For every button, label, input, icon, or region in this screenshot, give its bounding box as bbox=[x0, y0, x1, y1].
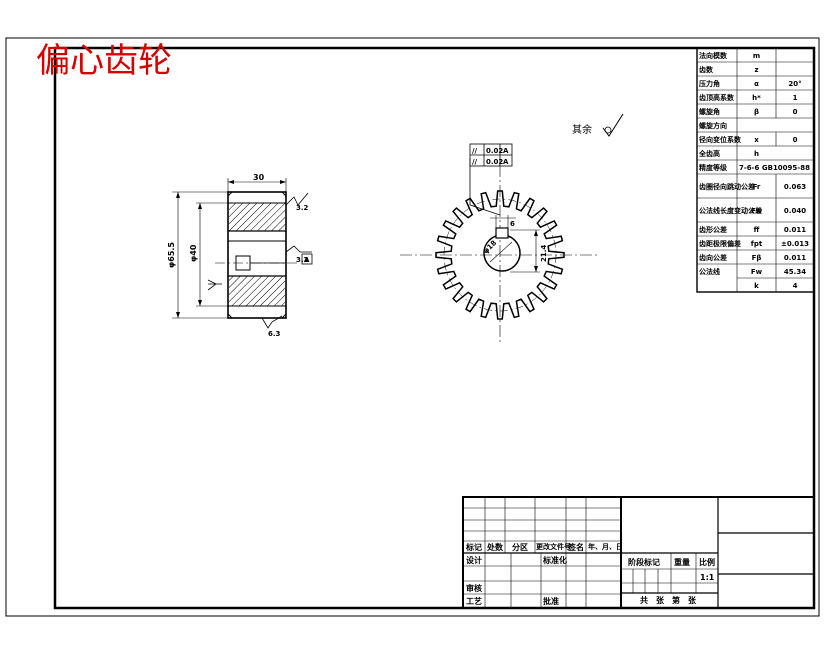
param-value: 0.040 bbox=[784, 207, 806, 215]
param-symbol: Fr bbox=[753, 183, 761, 191]
tb-process: 工艺 bbox=[466, 596, 482, 606]
param-name: 法向模数 bbox=[699, 51, 728, 60]
param-name: 齿向公差 bbox=[699, 253, 727, 262]
param-value: 0.011 bbox=[784, 226, 806, 234]
param-symbol: h* bbox=[752, 94, 761, 102]
datum-label: A bbox=[304, 256, 310, 264]
param-symbol: Fβ bbox=[752, 254, 762, 262]
tolerance-datum: A bbox=[503, 147, 509, 155]
param-name: 公法线长度变动公差 bbox=[699, 206, 762, 215]
tb-scale: 1:1 bbox=[700, 573, 715, 582]
tolerance-symbol: // bbox=[472, 147, 478, 155]
tb-approve: 批准 bbox=[543, 596, 559, 606]
inner-frame bbox=[53, 46, 816, 610]
bore-dia-dim: φ18 bbox=[482, 239, 499, 256]
param-name: 螺旋角 bbox=[699, 107, 720, 116]
width-dim: 30 bbox=[253, 173, 265, 182]
outer-dia-dim: φ65.5 bbox=[167, 242, 176, 268]
tb-label: 更改文件号 bbox=[536, 542, 571, 551]
tb-weight: 重量 bbox=[674, 557, 690, 567]
param-symbol: ff bbox=[754, 226, 760, 234]
param-symbol: α bbox=[754, 80, 759, 88]
keyway-width-dim: 6 bbox=[510, 220, 515, 228]
inner-dia-dim: φ40 bbox=[189, 244, 198, 262]
title-block bbox=[462, 496, 815, 609]
param-value: 20° bbox=[788, 80, 801, 88]
tb-sheets: 共 张 第 张 bbox=[640, 595, 697, 605]
tb-scale-label: 比例 bbox=[699, 557, 715, 567]
drawing-title: 偏心齿轮 bbox=[36, 41, 172, 81]
param-symbol: Fw bbox=[751, 268, 763, 276]
tb-standardize: 标准化 bbox=[542, 555, 567, 565]
side-section-view bbox=[172, 178, 313, 329]
param-name: 压力角 bbox=[699, 79, 720, 88]
param-symbol: m bbox=[753, 52, 760, 60]
param-name: 公法线 bbox=[699, 267, 720, 276]
tb-stage-mark: 阶段标记 bbox=[628, 557, 660, 567]
param-name: 齿圈径向跳动公差 bbox=[699, 182, 755, 191]
tolerance-symbol: // bbox=[472, 158, 478, 166]
tb-label: 处数 bbox=[486, 542, 504, 552]
param-value: 0.011 bbox=[784, 254, 806, 262]
param-name: 齿距极限偏差 bbox=[699, 239, 741, 248]
param-symbol: Fw bbox=[751, 207, 763, 215]
keyway-depth-dim: 21.4 bbox=[540, 245, 548, 262]
tolerance-value: 0.02 bbox=[486, 147, 503, 155]
param-value: 1 bbox=[793, 94, 798, 102]
param-symbol: fpt bbox=[751, 240, 763, 248]
param-value: 45.34 bbox=[784, 268, 806, 276]
param-name: 齿数 bbox=[699, 65, 714, 74]
roughness-value: 6.3 bbox=[268, 330, 281, 338]
param-name: 精度等级 bbox=[699, 163, 728, 172]
param-symbol: x bbox=[754, 136, 759, 144]
tb-review: 审核 bbox=[466, 583, 482, 593]
param-symbol: k bbox=[754, 282, 759, 290]
param-value: 0 bbox=[793, 108, 798, 116]
param-value: 4 bbox=[793, 282, 798, 290]
tb-label: 签名 bbox=[567, 542, 584, 552]
outer-frame bbox=[5, 37, 820, 617]
tb-design: 设计 bbox=[466, 555, 482, 565]
tolerance-datum: A bbox=[503, 158, 509, 166]
param-name: 齿形公差 bbox=[699, 225, 727, 234]
param-value: 0 bbox=[793, 136, 798, 144]
tolerance-value: 0.02 bbox=[486, 158, 503, 166]
param-value: 7-6-6 GB10095-88 bbox=[739, 164, 810, 172]
param-value: 0.063 bbox=[784, 183, 806, 191]
roughness-note: 其余 bbox=[572, 123, 592, 136]
tb-label: 分区 bbox=[512, 542, 528, 552]
tb-label: 年、月、日 bbox=[588, 542, 623, 551]
param-symbol: β bbox=[754, 108, 759, 116]
param-symbol: h bbox=[754, 150, 759, 158]
param-value: ±0.013 bbox=[781, 240, 809, 248]
tb-label: 标记 bbox=[465, 542, 482, 552]
param-name: 径向变位系数 bbox=[699, 135, 742, 144]
param-name: 全齿高 bbox=[698, 149, 720, 158]
param-name: 齿顶高系数 bbox=[699, 93, 735, 102]
roughness-value: 3.2 bbox=[296, 256, 309, 264]
param-name: 螺旋方向 bbox=[699, 121, 727, 130]
front-gear-view bbox=[400, 113, 624, 345]
param-symbol: z bbox=[754, 66, 758, 74]
roughness-value: 3.2 bbox=[296, 204, 309, 212]
